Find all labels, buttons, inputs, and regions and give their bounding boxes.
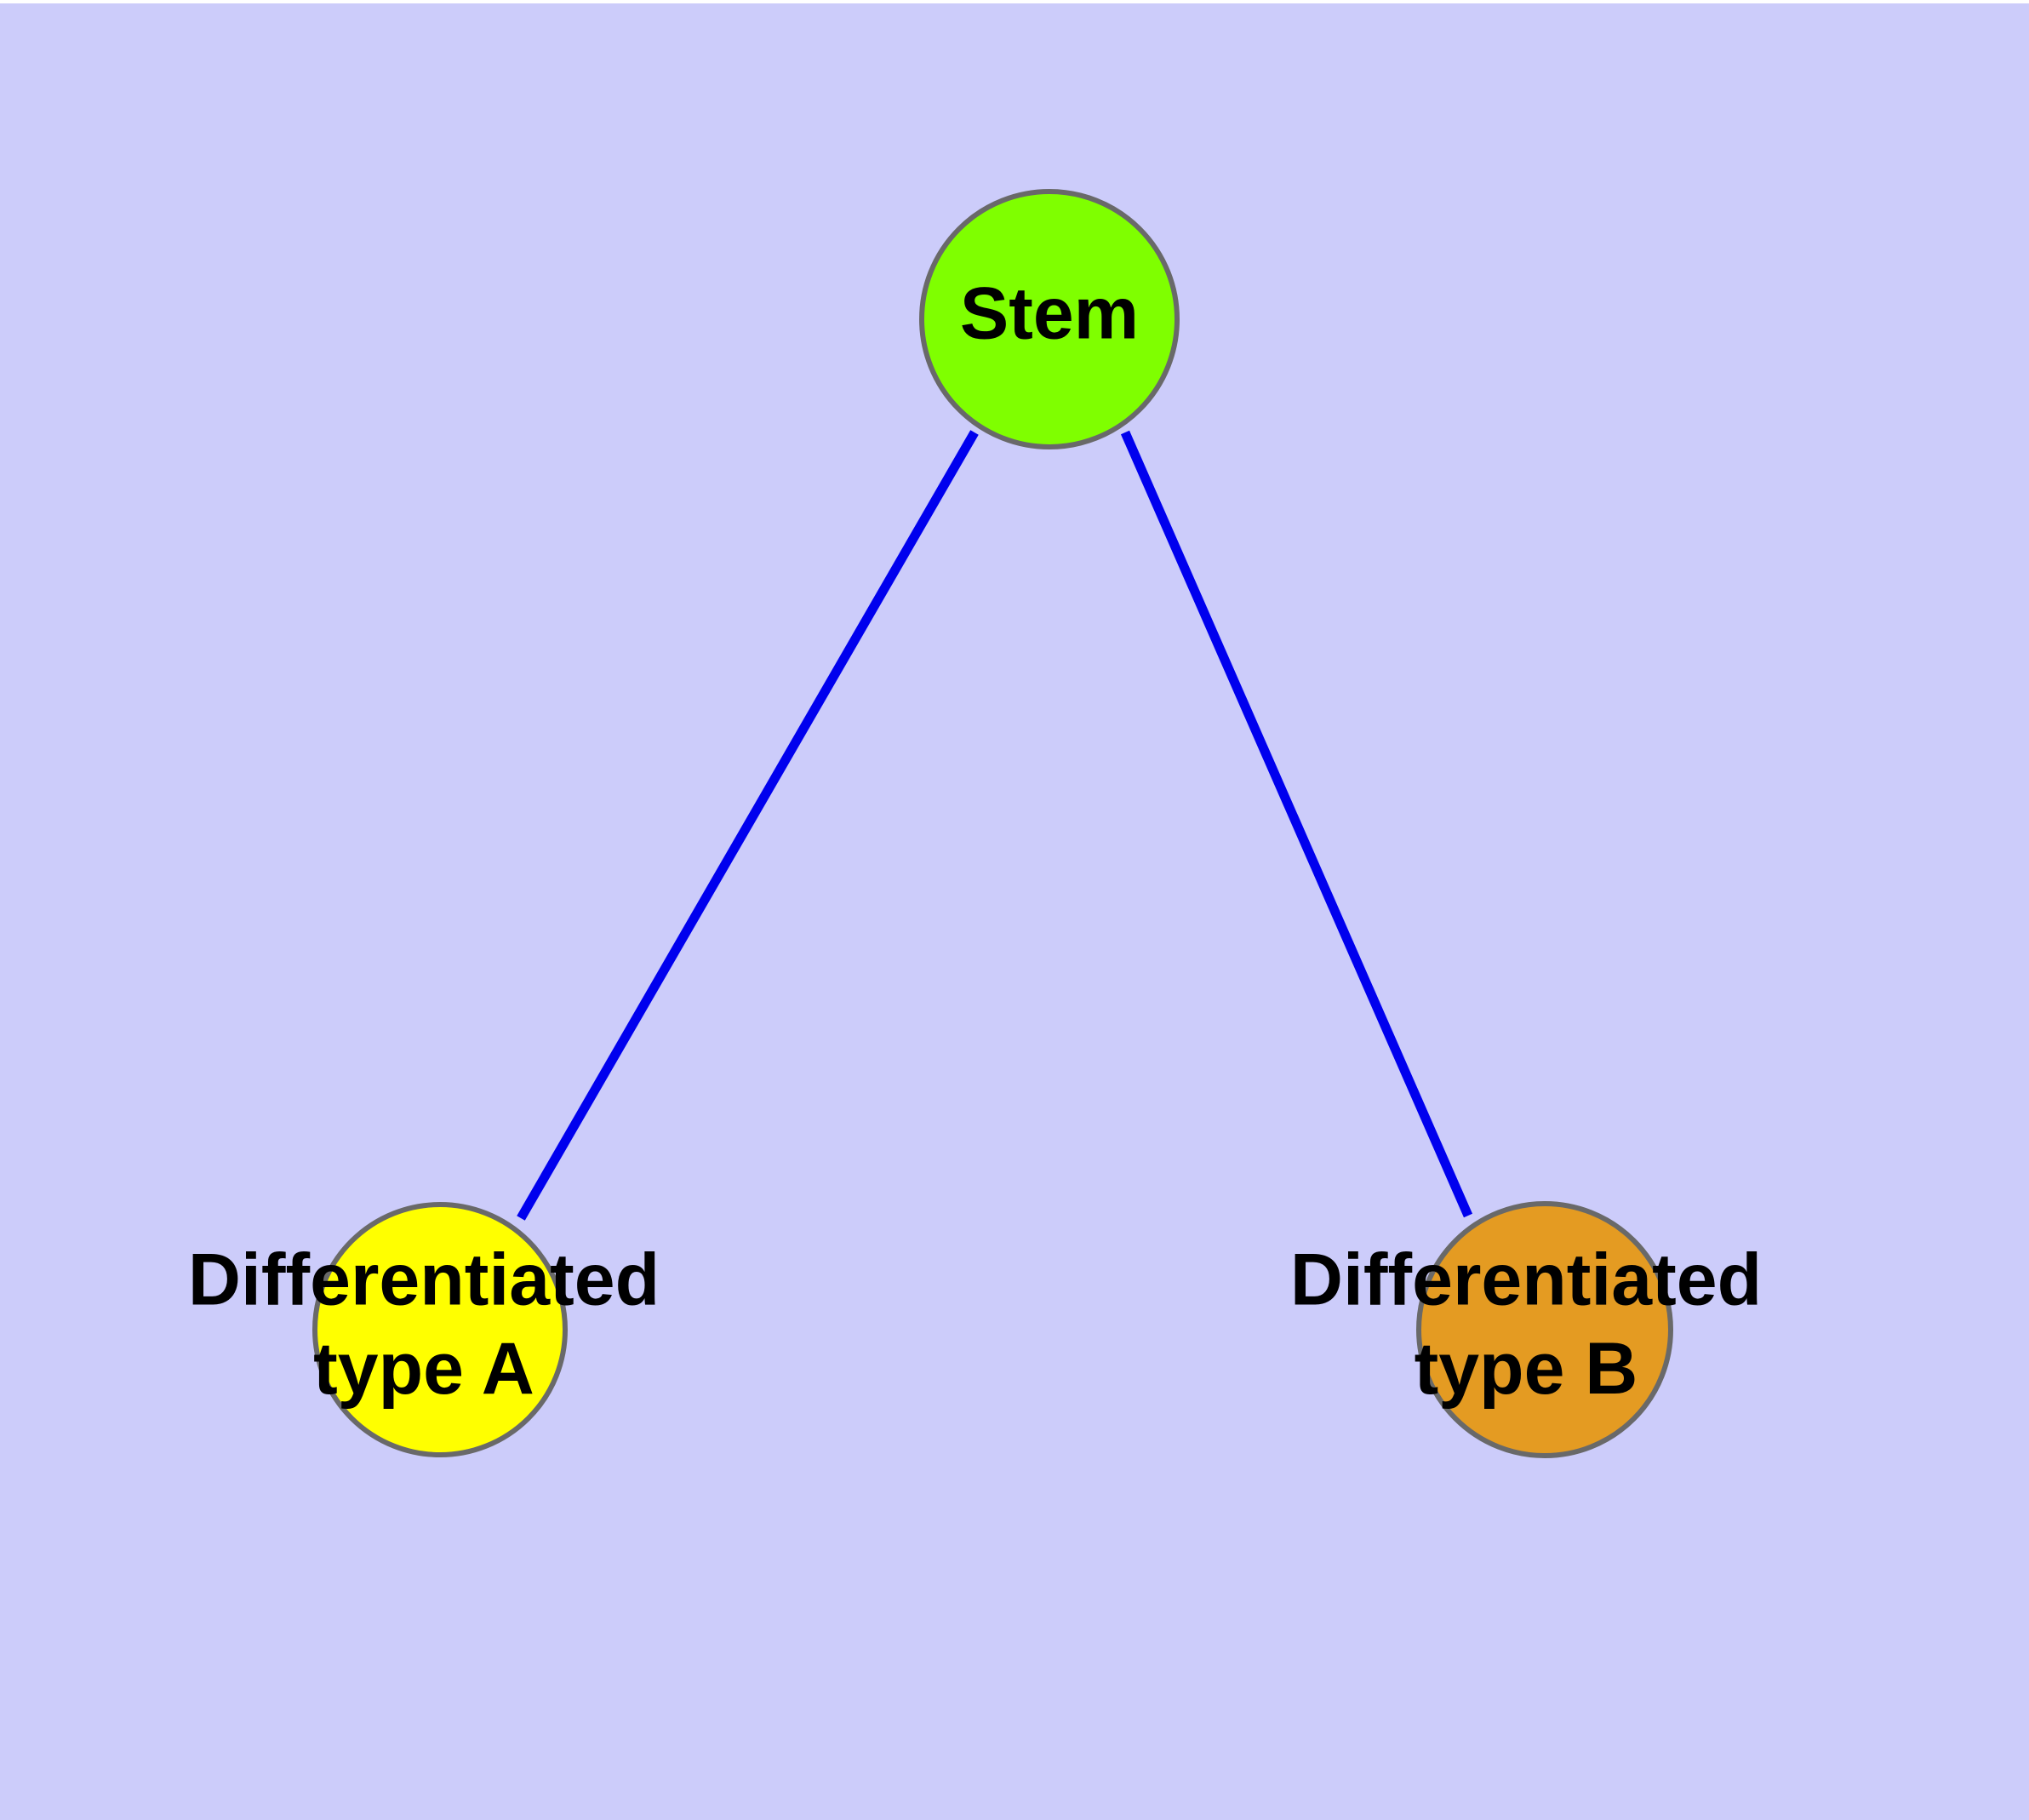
edge-stem-to-diff-a[interactable] (517, 430, 979, 1221)
node-stem-label: Stem (960, 273, 1139, 355)
edge-layer (517, 430, 1473, 1221)
node-diff-b-circle[interactable] (1416, 1201, 1673, 1458)
node-diff-a-label-line1: Differentiated (188, 1239, 660, 1320)
edge-stem-to-diff-b[interactable] (1120, 430, 1473, 1218)
node-diff-a-label-line2: type A (313, 1328, 534, 1410)
node-diff-b[interactable]: Differentiated type B (1290, 1201, 1762, 1458)
node-diff-a-circle[interactable] (312, 1202, 568, 1457)
node-diff-b-label-line2: type B (1415, 1328, 1638, 1410)
node-diff-a[interactable]: Differentiated type A (188, 1202, 660, 1457)
node-stem-circle[interactable] (919, 189, 1180, 449)
node-diff-b-label-line1: Differentiated (1290, 1239, 1762, 1320)
node-stem[interactable]: Stem (919, 189, 1180, 449)
